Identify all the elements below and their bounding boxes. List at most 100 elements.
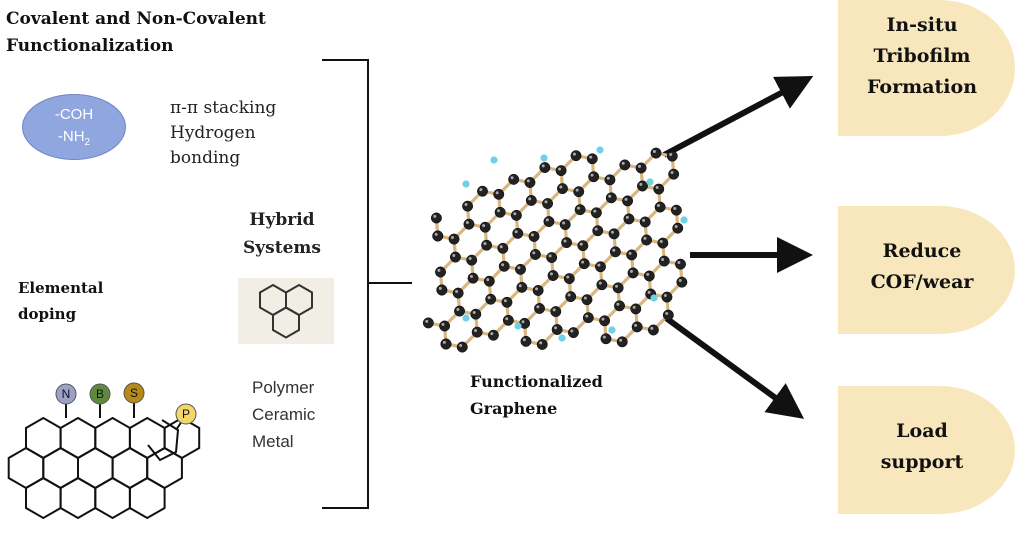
graphene-carbon-shine-101 <box>601 317 605 321</box>
graphene-carbon-90 <box>658 255 670 267</box>
graphene-carbon-47 <box>483 275 495 287</box>
graphene-carbon-shine-95 <box>522 338 526 342</box>
graphene-carbon-shine-79 <box>459 343 463 347</box>
graphene-carbon-shine-41 <box>624 197 628 201</box>
graphene-carbon-60 <box>454 305 465 317</box>
graphene-carbon-72 <box>595 261 606 273</box>
graphene-carbon-shine-83 <box>536 305 540 309</box>
center-line-1: Functionalized <box>470 372 603 391</box>
graphene-carbon-4 <box>493 188 505 200</box>
graphene-carbon-55 <box>608 228 620 240</box>
graphene-carbon-shine-45 <box>455 289 459 293</box>
graphene-carbon-shine-74 <box>643 236 647 240</box>
graphene-carbon-shine-26 <box>669 153 673 157</box>
graphene-carbon-shine-28 <box>452 253 456 257</box>
graphene-carbon-shine-43 <box>655 185 659 189</box>
graphene-carbon-shine-90 <box>615 284 619 288</box>
graphene-carbon-70 <box>563 273 575 285</box>
graphene-carbon-21 <box>619 159 631 171</box>
graphene-carbon-11 <box>448 233 460 245</box>
graphene-carbon-9 <box>586 153 598 165</box>
title-line-1: Covalent and Non-Covalent <box>6 9 266 29</box>
graphene-carbon-shine-75 <box>628 251 632 255</box>
graphene-carbon-40 <box>622 195 634 207</box>
graphene-carbon-shine-88 <box>583 296 587 300</box>
graphene-carbon-10 <box>463 218 475 230</box>
graphene-carbon-105 <box>600 333 612 345</box>
graphene-carbon-shine-103 <box>632 305 636 309</box>
graphene-carbon-shine-27 <box>434 232 438 236</box>
covalent-groups-text: -COH -NH2 <box>22 104 126 154</box>
graphene-carbon-shine-47 <box>501 263 505 267</box>
hydrogen-label: Hydrogen <box>170 123 256 143</box>
graphene-carbon-73 <box>641 234 653 246</box>
doping-atom-label-N: N <box>62 387 71 401</box>
graphene-carbon-shine-92 <box>646 272 650 276</box>
graphene-carbon-63 <box>485 293 497 305</box>
outcome-load-line-2: support <box>880 451 964 473</box>
graphene-carbon-shine-73 <box>597 263 601 267</box>
graphene-carbon-shine-32 <box>514 230 518 234</box>
graphene-carbon-shine-62 <box>441 322 445 326</box>
graphene-carbon-77 <box>471 326 483 338</box>
graphene-carbon-1 <box>477 185 488 197</box>
graphene-carbon-109 <box>647 324 659 336</box>
graphene-carbon-74 <box>626 249 638 261</box>
graphene-carbon-56 <box>654 201 666 213</box>
graphene-carbon-25 <box>666 150 678 162</box>
elemental-doping-label: Elemental doping <box>18 275 103 327</box>
graphene-carbon-52 <box>592 225 604 237</box>
graphene-carbon-shine-66 <box>518 284 522 288</box>
functionalized-graphene-label: Functionalized Graphene <box>470 368 603 422</box>
graphene-carbon-shine-106 <box>602 335 606 339</box>
graphene-carbon-20 <box>573 186 585 198</box>
graphene-carbon-92 <box>675 258 686 270</box>
graphene-carbon-shine-52 <box>548 254 552 258</box>
graphene-carbon-8 <box>555 165 567 177</box>
graphene-carbon-13 <box>494 206 506 218</box>
graphene-carbon-43 <box>467 272 479 284</box>
material-metal: Metal <box>252 432 294 451</box>
graphene-carbon-shine-64 <box>487 296 491 300</box>
graphene-carbon-87 <box>581 294 593 306</box>
graphene-carbon-shine-60 <box>438 286 442 290</box>
graphene-carbon-shine-109 <box>665 311 669 315</box>
graphene-hydrogen-9 <box>514 322 522 330</box>
graphene-carbon-shine-22 <box>621 161 625 165</box>
graphene-carbon-95 <box>551 324 563 335</box>
graphene-sheet <box>422 146 688 353</box>
graphene-carbon-3 <box>508 173 520 185</box>
graphene-carbon-53 <box>577 240 589 252</box>
graphene-carbon-shine-98 <box>585 314 589 318</box>
graphene-carbon-shine-76 <box>674 225 678 229</box>
graphene-carbon-46 <box>498 260 510 272</box>
graphene-carbon-shine-23 <box>606 176 610 180</box>
graphene-carbon-shine-33 <box>499 245 503 249</box>
graphene-carbon-48 <box>529 249 541 260</box>
doping-atom-label-B: B <box>96 387 104 401</box>
outcome-cof-line-1: Reduce <box>882 240 962 262</box>
covalent-groups-ellipse <box>22 94 126 160</box>
graphene-carbon-54 <box>623 213 635 225</box>
graphene-carbon-shine-44 <box>469 275 473 279</box>
graphene-carbon-shine-17 <box>513 212 517 216</box>
graphene-carbon-94 <box>520 335 532 347</box>
graphene-carbon-shine-93 <box>677 261 681 265</box>
graphene-carbon-shine-94 <box>442 340 446 344</box>
graphene-hydrogen-7 <box>608 326 616 334</box>
graphene-carbon-shine-110 <box>650 326 654 330</box>
graphene-hydrogen-2 <box>540 154 548 162</box>
outcome-tribofilm-label: In-situ Tribofilm Formation <box>822 10 1022 103</box>
graphene-carbon-103 <box>676 276 688 288</box>
doping-atom-label-P: P <box>182 407 190 421</box>
graphene-carbon-shine-36 <box>577 206 581 210</box>
graphene-carbon-106 <box>631 321 643 333</box>
pi-stacking-label: π-π stacking <box>170 98 277 118</box>
graphene-carbon-shine-91 <box>661 257 665 261</box>
graphene-carbon-66 <box>501 296 513 308</box>
doping-atom-S <box>123 382 145 404</box>
graphene-carbon-68 <box>532 285 544 296</box>
graphene-carbon-shine-81 <box>505 317 509 321</box>
doping-lattice <box>7 402 201 520</box>
